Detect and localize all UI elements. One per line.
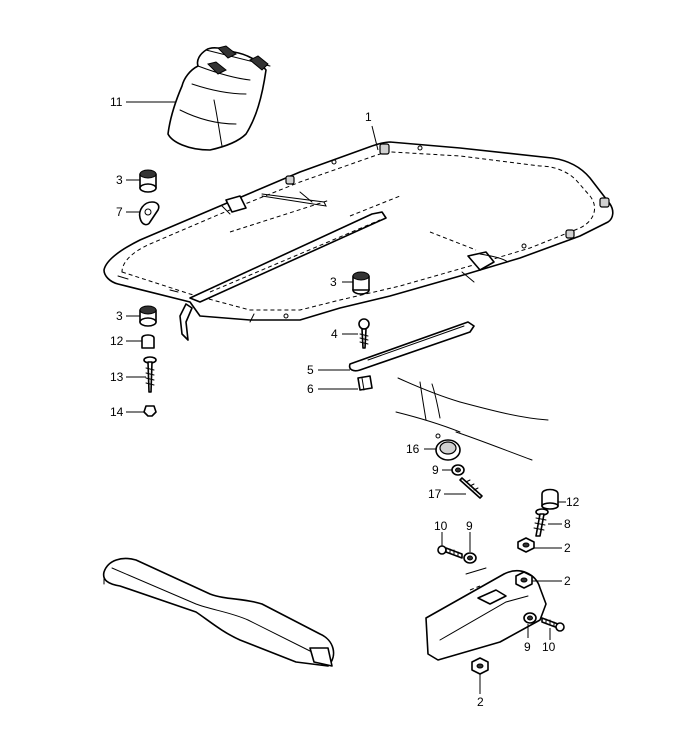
part-10-screw-a [437,545,463,559]
callout-13: 13 [110,370,124,384]
callout-10-b: 10 [542,640,556,654]
part-2-nut-b [515,571,533,589]
callout-14: 14 [110,405,124,419]
body-contour [395,377,549,461]
callout-8: 8 [564,517,571,531]
part-3-grommet-a [139,169,157,193]
part-2-nut-a [517,537,535,553]
callout-12-a: 12 [110,334,124,348]
part-9-washer-a [451,464,465,476]
part-12-cap-a [141,334,155,349]
callout-7: 7 [116,205,123,219]
callout-1: 1 [365,110,372,124]
callout-3-c: 3 [116,309,123,323]
part-16-knob [435,433,461,461]
part-5-strap [348,321,475,372]
callout-16: 16 [406,442,420,456]
part-1-liner-panel [103,141,614,341]
callout-11: 11 [110,95,123,109]
part-7-hook [138,201,160,226]
part-6-clip [357,375,373,391]
callout-2-b: 2 [564,574,571,588]
part-10-screw-b [541,617,565,632]
callout-10-a: 10 [434,519,448,533]
part-9-washer-b [463,552,477,564]
part-4-screw [358,318,370,349]
part-9-washer-c [523,612,537,624]
callout-6: 6 [307,382,314,396]
part-12-cap-b [541,488,559,510]
part-14-plug [143,405,157,417]
callout-3-b: 3 [330,275,337,289]
callout-3-a: 3 [116,173,123,187]
callout-2-c: 2 [477,695,484,709]
callout-labels: 11 1 3 7 3 3 12 13 14 4 5 6 16 9 17 12 8… [110,95,580,709]
callout-2-a: 2 [564,541,571,555]
part-3-grommet-b [139,305,157,327]
callout-17: 17 [428,487,442,501]
callout-9-a: 9 [432,463,439,477]
part-2-nut-c [471,657,489,675]
part-17-screw [459,477,483,499]
part-8-stud [533,508,549,537]
callout-5: 5 [307,363,314,377]
callout-4: 4 [331,327,338,341]
callout-9-b: 9 [466,519,473,533]
part-13-screw [143,356,157,393]
part-3-grommet-panel [352,271,370,295]
leader-lines [126,101,566,694]
callout-9-c: 9 [524,640,531,654]
part-11-bag [167,45,271,151]
callout-12-b: 12 [566,495,580,509]
cover-tray [102,557,335,667]
